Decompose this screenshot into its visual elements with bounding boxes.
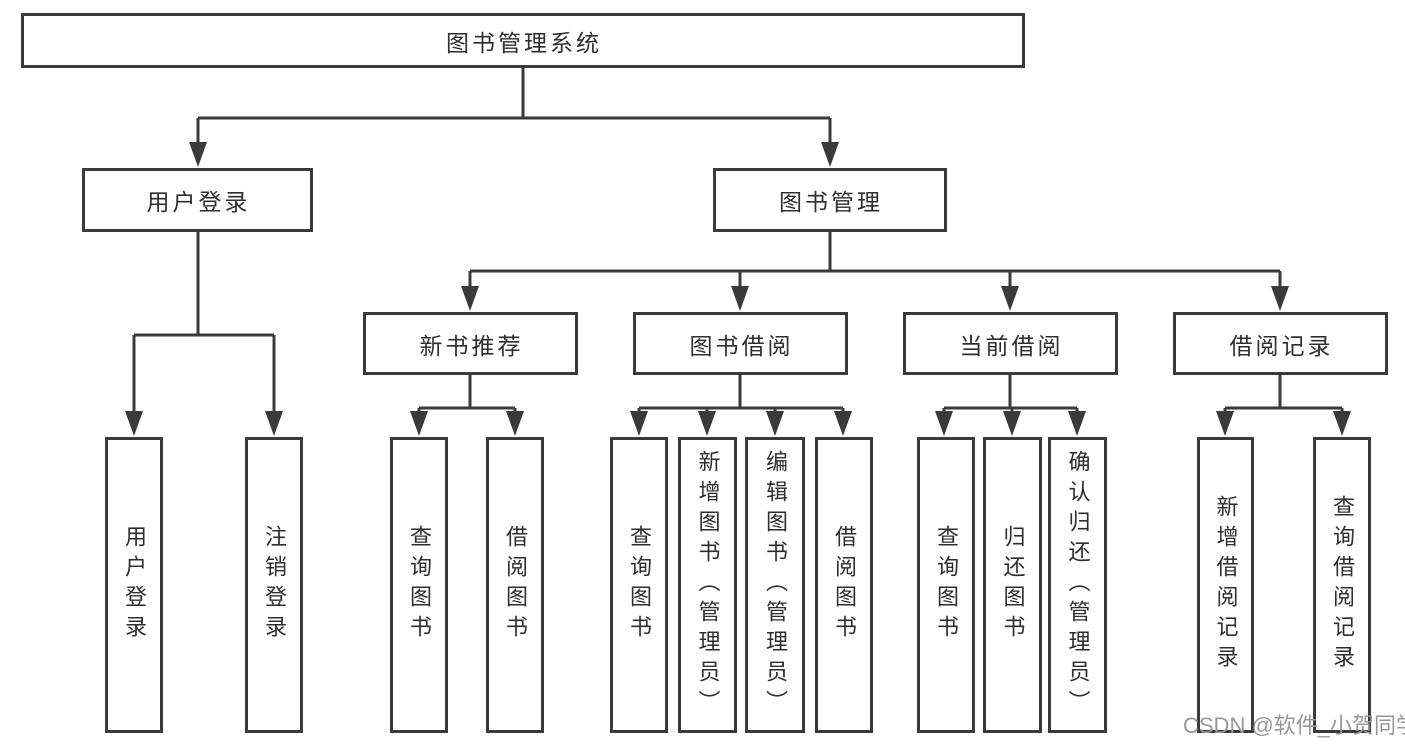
node-cb-return-book: 归还图书: [983, 437, 1042, 733]
node-bb-query-book-label: 查询图书: [627, 525, 652, 645]
node-book-mgmt-label: 图书管理: [779, 189, 883, 215]
node-bb-borrow-book-label: 借阅图书: [832, 525, 857, 645]
node-borrow-record-label: 借阅记录: [1229, 332, 1334, 359]
node-user-login-op: 用户登录: [105, 437, 163, 733]
arrowhead-icon: [265, 411, 283, 436]
node-bb-add-book-admin-label: 新增图书（管理员）: [695, 450, 721, 720]
connector-book-borrow-to-children: [630, 375, 852, 436]
node-cb-confirm-return-admin: 确认归还（管理员）: [1048, 437, 1107, 733]
node-br-query-record-label: 查询借阅记录: [1330, 495, 1355, 675]
node-user-login-label: 用户登录: [146, 189, 251, 215]
csdn-watermark: CSDN @软件_小贺同学: [1183, 713, 1405, 738]
node-cb-return-book-label: 归还图书: [1000, 525, 1026, 645]
connector-root-to-level2: [189, 68, 839, 167]
node-logout-op-label: 注销登录: [262, 525, 287, 645]
connector-borrow-record-to-children: [1216, 375, 1351, 436]
arrowhead-icon: [731, 286, 749, 311]
arrowhead-icon: [125, 411, 143, 436]
node-bb-borrow-book: 借阅图书: [815, 437, 873, 733]
connector-current-borrow-to-children: [935, 375, 1086, 436]
node-new-book-recommend-label: 新书推荐: [419, 332, 524, 359]
node-current-borrow: 当前借阅: [903, 312, 1118, 375]
node-root-label: 图书管理系统: [446, 29, 602, 56]
node-nbr-borrow-book: 借阅图书: [486, 437, 544, 733]
node-book-borrow: 图书借阅: [633, 312, 848, 375]
arrowhead-icon: [1271, 286, 1289, 311]
node-cb-confirm-return-admin-label: 确认归还（管理员）: [1065, 450, 1091, 720]
arrowhead-icon: [461, 286, 479, 311]
node-nbr-query-book-label: 查询图书: [407, 525, 432, 645]
arrowhead-icon: [1001, 286, 1019, 311]
node-nbr-borrow-book-label: 借阅图书: [503, 525, 528, 645]
arrowhead-icon: [935, 411, 953, 436]
arrowhead-icon: [766, 411, 784, 436]
node-cb-query-book-label: 查询图书: [934, 525, 959, 645]
node-cb-query-book: 查询图书: [917, 437, 975, 733]
node-user-login-op-label: 用户登录: [122, 525, 147, 645]
node-br-add-record: 新增借阅记录: [1197, 437, 1254, 733]
node-book-borrow-label: 图书借阅: [689, 332, 794, 359]
connector-user-login-to-children: [125, 232, 283, 436]
node-book-mgmt: 图书管理: [713, 168, 947, 232]
node-borrow-record: 借阅记录: [1173, 312, 1388, 375]
node-logout-op: 注销登录: [245, 437, 303, 733]
arrowhead-icon: [410, 411, 428, 436]
node-bb-edit-book-admin-label: 编辑图书（管理员）: [763, 450, 788, 720]
arrowhead-icon: [506, 411, 524, 436]
node-root: 图书管理系统: [21, 13, 1025, 68]
arrowhead-icon: [630, 411, 648, 436]
arrowhead-icon: [1003, 411, 1021, 436]
node-br-query-record: 查询借阅记录: [1313, 437, 1371, 733]
node-user-login: 用户登录: [82, 168, 313, 232]
connector-book-mgmt-to-level3: [461, 232, 1289, 311]
arrowhead-icon: [189, 142, 207, 167]
connector-new-book-to-children: [410, 375, 524, 436]
arrowhead-icon: [1216, 411, 1234, 436]
arrowhead-icon: [821, 142, 839, 167]
arrowhead-icon: [1333, 411, 1351, 436]
arrowhead-icon: [698, 411, 716, 436]
node-new-book-recommend: 新书推荐: [363, 312, 578, 375]
node-bb-add-book-admin: 新增图书（管理员）: [678, 437, 737, 733]
arrowhead-icon: [834, 411, 852, 436]
node-bb-query-book: 查询图书: [610, 437, 668, 733]
node-nbr-query-book: 查询图书: [390, 437, 448, 733]
node-br-add-record-label: 新增借阅记录: [1213, 495, 1239, 675]
node-current-borrow-label: 当前借阅: [959, 332, 1064, 359]
node-bb-edit-book-admin: 编辑图书（管理员）: [745, 437, 805, 733]
arrowhead-icon: [1068, 411, 1086, 436]
